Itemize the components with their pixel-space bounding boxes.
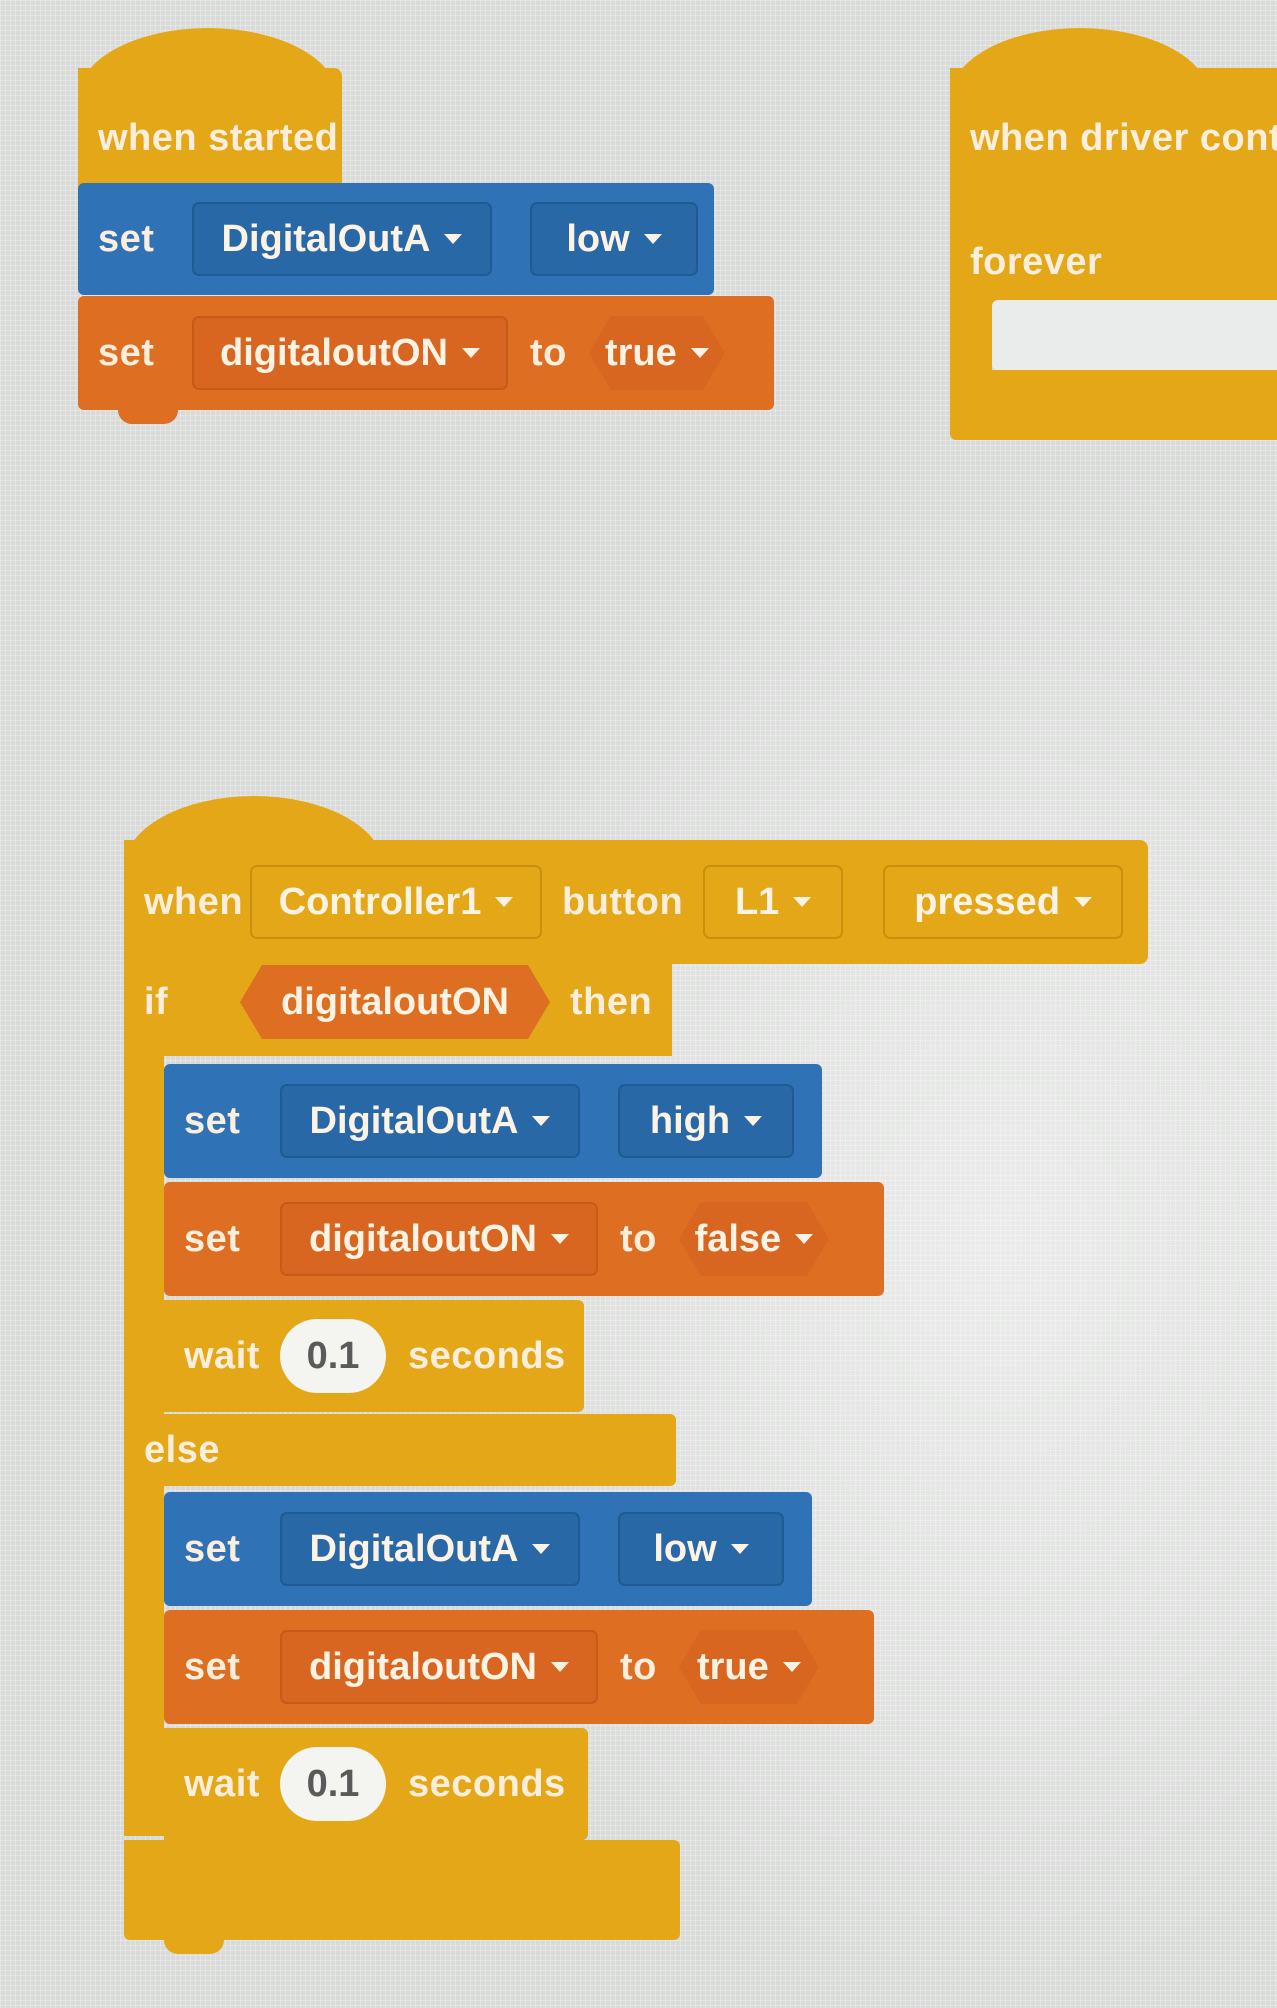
digitalout-dropdown[interactable]: DigitalOutA bbox=[192, 202, 492, 276]
set-keyword: set bbox=[98, 331, 155, 374]
digitalout-dropdown[interactable]: DigitalOutA bbox=[280, 1084, 580, 1158]
forever-empty-slot[interactable] bbox=[992, 300, 1277, 370]
digitalout-dropdown[interactable]: DigitalOutA bbox=[280, 1512, 580, 1586]
variable-dropdown[interactable]: digitaloutON bbox=[192, 316, 508, 390]
forever-block[interactable]: forever bbox=[950, 208, 1277, 316]
wait-keyword: wait bbox=[184, 1762, 260, 1805]
to-keyword: to bbox=[530, 331, 567, 374]
chevron-down-icon bbox=[744, 1116, 763, 1126]
when-button-hat[interactable]: when Controller1 button L1 pressed bbox=[124, 840, 1148, 964]
forever-label: forever bbox=[970, 240, 1103, 283]
chevron-down-icon bbox=[1074, 897, 1093, 907]
block-notch bbox=[118, 408, 178, 424]
chevron-down-icon bbox=[691, 348, 709, 358]
wait-seconds-input[interactable]: 0.1 bbox=[280, 1319, 386, 1393]
then-wait-block[interactable]: wait 0.1 seconds bbox=[164, 1300, 584, 1412]
script-when-driver-control[interactable]: when driver contro forever bbox=[950, 28, 1277, 458]
when-started-label: when started bbox=[98, 116, 339, 159]
block-notch bbox=[164, 1938, 224, 1954]
boolean-value-dropdown[interactable]: false bbox=[679, 1202, 829, 1276]
chevron-down-icon bbox=[461, 348, 480, 358]
if-else-bottom bbox=[124, 1840, 680, 1940]
digitalout-value-dropdown[interactable]: high bbox=[618, 1084, 794, 1158]
else-keyword: else bbox=[144, 1428, 220, 1471]
set-digitalout-block[interactable]: set DigitalOutA low bbox=[78, 183, 714, 295]
else-c-arm bbox=[124, 1724, 164, 1836]
digitalout-value-dropdown[interactable]: low bbox=[530, 202, 698, 276]
chevron-down-icon bbox=[444, 234, 463, 244]
to-keyword: to bbox=[620, 1217, 657, 1260]
chevron-down-icon bbox=[795, 1234, 813, 1244]
controller-dropdown[interactable]: Controller1 bbox=[250, 865, 542, 939]
to-keyword: to bbox=[620, 1645, 657, 1688]
if-c-arm bbox=[124, 1056, 164, 1724]
when-driver-label: when driver contro bbox=[970, 116, 1277, 159]
variable-dropdown[interactable]: digitaloutON bbox=[280, 1630, 598, 1704]
forever-bottom bbox=[950, 370, 1277, 440]
set-keyword: set bbox=[184, 1645, 241, 1688]
chevron-down-icon bbox=[783, 1662, 801, 1672]
seconds-keyword: seconds bbox=[408, 1334, 566, 1377]
when-keyword: when bbox=[144, 880, 244, 923]
set-keyword: set bbox=[184, 1527, 241, 1570]
wait-seconds-input[interactable]: 0.1 bbox=[280, 1747, 386, 1821]
condition-variable-reporter[interactable]: digitaloutON bbox=[240, 965, 550, 1039]
chevron-down-icon bbox=[550, 1662, 569, 1672]
chevron-down-icon bbox=[495, 897, 514, 907]
button-keyword: button bbox=[562, 880, 684, 923]
if-header[interactable]: if digitaloutON then bbox=[124, 948, 672, 1056]
then-keyword: then bbox=[570, 980, 653, 1023]
chevron-down-icon bbox=[532, 1544, 551, 1554]
when-driver-hat[interactable]: when driver contro bbox=[950, 68, 1277, 208]
variable-dropdown[interactable]: digitaloutON bbox=[280, 1202, 598, 1276]
then-set-digitalout-block[interactable]: set DigitalOutA high bbox=[164, 1064, 822, 1178]
wait-keyword: wait bbox=[184, 1334, 260, 1377]
set-keyword: set bbox=[184, 1217, 241, 1260]
digitalout-value-dropdown[interactable]: low bbox=[618, 1512, 784, 1586]
then-set-variable-block[interactable]: set digitaloutON to false bbox=[164, 1182, 884, 1296]
boolean-value-dropdown[interactable]: true bbox=[679, 1630, 819, 1704]
button-dropdown[interactable]: L1 bbox=[703, 865, 844, 939]
else-wait-block[interactable]: wait 0.1 seconds bbox=[164, 1728, 588, 1840]
event-dropdown[interactable]: pressed bbox=[883, 865, 1124, 939]
chevron-down-icon bbox=[643, 234, 662, 244]
else-set-variable-block[interactable]: set digitaloutON to true bbox=[164, 1610, 874, 1724]
chevron-down-icon bbox=[550, 1234, 569, 1244]
else-set-digitalout-block[interactable]: set DigitalOutA low bbox=[164, 1492, 812, 1606]
boolean-value-dropdown[interactable]: true bbox=[589, 316, 725, 390]
set-variable-block[interactable]: set digitaloutON to true bbox=[78, 296, 774, 410]
seconds-keyword: seconds bbox=[408, 1762, 566, 1805]
chevron-down-icon bbox=[793, 897, 812, 907]
chevron-down-icon bbox=[730, 1544, 749, 1554]
set-keyword: set bbox=[184, 1099, 241, 1142]
set-keyword: set bbox=[98, 217, 155, 260]
chevron-down-icon bbox=[532, 1116, 551, 1126]
if-keyword: if bbox=[144, 980, 169, 1023]
else-header[interactable]: else bbox=[124, 1414, 676, 1486]
